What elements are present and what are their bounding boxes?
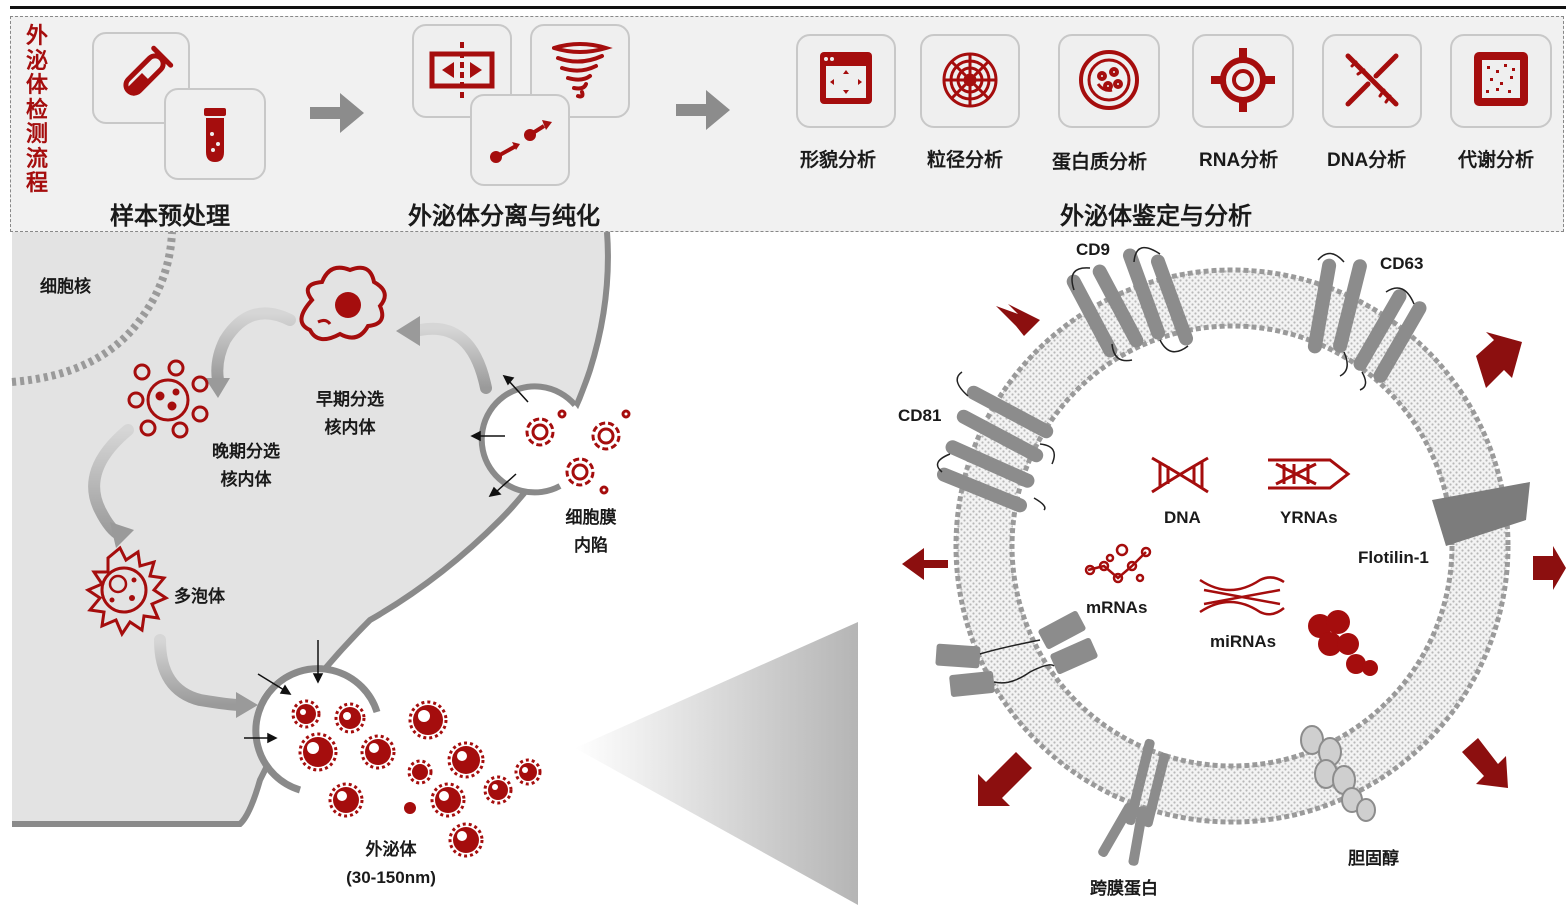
scatter-icon	[1450, 34, 1552, 128]
release-arrows	[902, 304, 1566, 806]
flow-arrow-early-late	[211, 307, 296, 386]
stage-isolation: 外泌体分离与纯化	[408, 203, 600, 230]
cd63-label: CD63	[1380, 254, 1424, 273]
membrane-blocks	[935, 611, 1098, 697]
stage-pretreatment: 样本预处理	[110, 203, 230, 230]
invagination-membrane	[478, 383, 578, 496]
analysis-metabolism-label: 代谢分析	[1458, 150, 1535, 171]
dna-cargo-icon	[1151, 456, 1209, 494]
exosome-particles	[296, 704, 537, 853]
analysis-dna-label: DNA分析	[1327, 150, 1407, 171]
transmembrane-label: 跨膜蛋白	[1090, 879, 1158, 898]
protein-cell-icon	[1058, 34, 1160, 128]
early-endosome-label: 早期分选核内体	[316, 390, 384, 437]
late-endosome	[127, 359, 209, 439]
nucleus-label: 细胞核	[40, 277, 91, 296]
top-rule	[10, 6, 1566, 9]
analysis-morphology-label: 形貌分析	[800, 150, 877, 171]
cd81-protein	[936, 385, 1054, 513]
mvb	[84, 545, 170, 638]
mrna-cargo-icon	[1084, 543, 1152, 584]
transmembrane-protein	[1098, 738, 1170, 866]
flow-arrow-mvb-release	[154, 634, 246, 711]
workflow-title: 外泌体检测流程	[26, 23, 49, 195]
late-endosome-label: 晚期分选核内体	[212, 442, 280, 489]
invagination-cargo	[525, 409, 631, 495]
cd81-label: CD81	[898, 406, 942, 425]
cholesterol-label: 胆固醇	[1348, 849, 1399, 868]
mvb-label: 多泡体	[174, 587, 225, 606]
window-icon	[796, 34, 896, 128]
cholesterol	[1300, 725, 1376, 822]
stage-identification: 外泌体鉴定与分析	[1060, 203, 1252, 230]
mrnas-label: mRNAs	[1086, 598, 1148, 617]
analysis-rna-label: RNA分析	[1199, 150, 1279, 171]
yrna-cargo-icon	[1268, 458, 1351, 490]
cd9-label: CD9	[1076, 240, 1111, 259]
cd63-protein	[1307, 258, 1427, 383]
sort-arrows-icon	[470, 94, 570, 186]
early-endosome	[299, 265, 387, 342]
target-icon	[1192, 34, 1294, 128]
invagination-label: 细胞膜内陷	[565, 508, 617, 555]
dna-label: DNA	[1164, 508, 1201, 527]
mvb-fusion-membrane	[252, 665, 381, 794]
workflow-panel	[10, 16, 1564, 232]
dna-icon	[1322, 34, 1422, 128]
exosome-label: 外泌体(30-150nm)	[346, 840, 436, 887]
nuclear-envelope	[11, 231, 176, 386]
test-tube-icon	[92, 32, 190, 124]
flow-arrow-invag-early	[414, 322, 492, 394]
flotilin-label: Flotilin-1	[1358, 548, 1429, 567]
lipid-bilayer	[956, 270, 1508, 822]
analysis-size-label: 粒径分析	[927, 150, 1004, 171]
flotilin-1-protein	[1432, 482, 1530, 546]
mirna-cargo-icon	[1199, 576, 1285, 616]
tube-icon	[164, 88, 266, 180]
yrnas-label: YRNAs	[1280, 508, 1338, 527]
analysis-protein-label: 蛋白质分析	[1052, 152, 1148, 173]
zoom-beam	[575, 622, 858, 905]
radar-icon	[920, 34, 1020, 128]
cd9-protein	[1066, 248, 1194, 358]
mirnas-label: miRNAs	[1210, 632, 1277, 651]
protein-cargo-cluster	[1308, 610, 1378, 676]
